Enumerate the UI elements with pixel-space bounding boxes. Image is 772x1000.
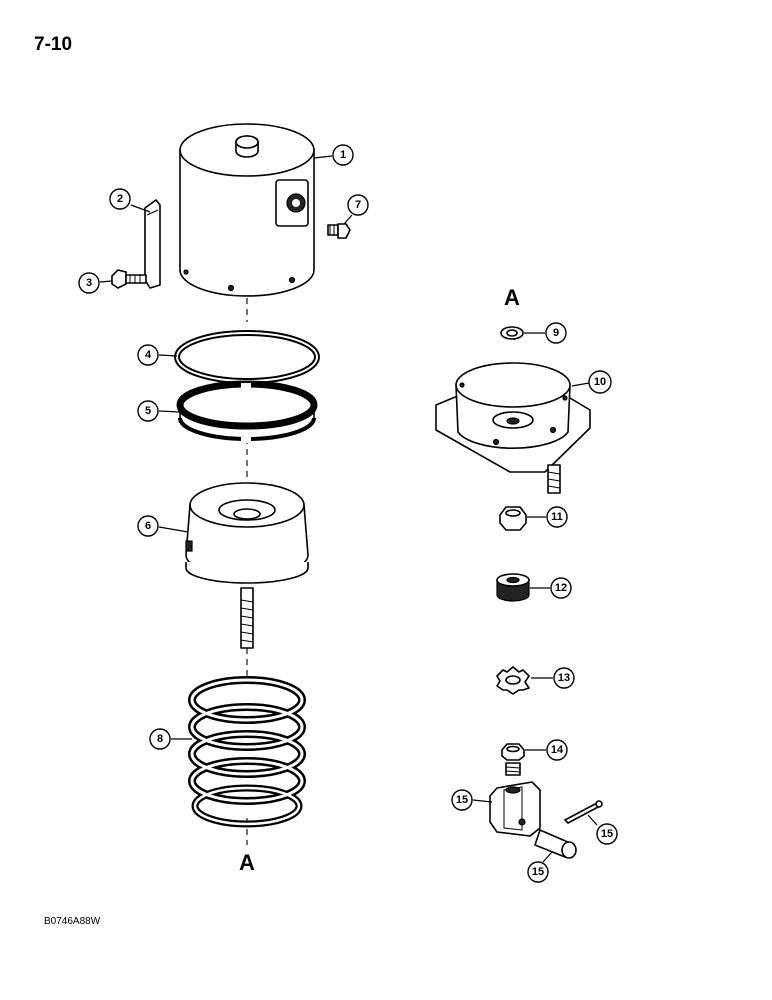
- callout-9: 9: [524, 322, 567, 344]
- part-bolt: [111, 269, 147, 289]
- callout-label: 3: [86, 277, 92, 289]
- part-spring: [188, 676, 306, 828]
- callout-4: 4: [137, 344, 178, 366]
- callout-label: 10: [594, 376, 606, 388]
- callout-label: 15: [532, 866, 544, 878]
- callout-12: 12: [530, 577, 572, 599]
- callout-label: 15: [456, 794, 468, 806]
- callout-11: 11: [527, 506, 568, 528]
- part-star-washer: [496, 666, 530, 695]
- part-clevis: [489, 781, 541, 837]
- callout-14: 14: [525, 739, 568, 761]
- callout-label: 14: [551, 744, 564, 756]
- callout-15-cotter-pin: 15: [587, 814, 618, 845]
- callout-label: 5: [145, 405, 151, 417]
- callout-label: 12: [555, 582, 567, 594]
- callout-13: 13: [531, 667, 575, 689]
- callout-label: 4: [145, 349, 152, 361]
- page-number: 7-10: [34, 34, 73, 55]
- callout-label: 7: [355, 199, 361, 211]
- part-piston: [185, 482, 309, 649]
- callout-label: 2: [117, 193, 123, 205]
- callout-10: 10: [571, 370, 612, 394]
- callout-15-pin: 15: [527, 851, 553, 883]
- callout-label: 13: [558, 672, 570, 684]
- part-cover-plate: [144, 199, 161, 289]
- part-bracket-base: [435, 362, 591, 494]
- part-seal-ring: [176, 380, 318, 443]
- callout-label: 1: [340, 149, 346, 161]
- callout-2: 2: [109, 188, 151, 213]
- figure-code: B0746A88W: [44, 916, 101, 927]
- callout-3: 3: [78, 272, 113, 294]
- part-lock-washer: [500, 326, 524, 340]
- callout-7: 7: [343, 194, 369, 225]
- callout-label: 9: [553, 327, 559, 339]
- callout-15-clevis: 15: [451, 789, 493, 811]
- part-bushing: [496, 573, 530, 602]
- ref-letter-top: A: [504, 285, 520, 310]
- part-housing-cylinder: [179, 123, 315, 297]
- callout-label: 15: [601, 828, 613, 840]
- part-o-ring: [174, 330, 320, 384]
- callout-label: 6: [145, 520, 151, 532]
- callout-6: 6: [137, 515, 189, 537]
- part-fitting: [327, 223, 351, 239]
- part-jam-nut: [501, 743, 525, 776]
- callout-label: 8: [157, 733, 163, 745]
- callout-8: 8: [149, 728, 192, 750]
- callout-label: 11: [551, 511, 563, 523]
- ref-letter-bottom: A: [239, 850, 255, 875]
- part-clevis-pin: [534, 829, 577, 859]
- callout-5: 5: [137, 400, 181, 422]
- callout-1: 1: [313, 144, 354, 166]
- part-nut: [499, 506, 527, 531]
- part-cotter-pin: [564, 800, 603, 824]
